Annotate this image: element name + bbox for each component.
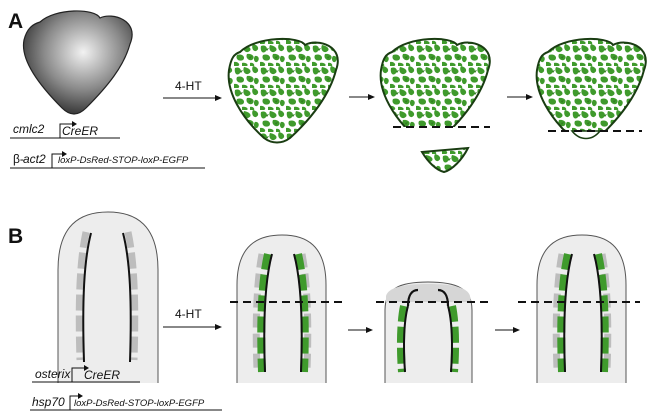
fin-uninjured bbox=[58, 212, 158, 383]
treatment-label-b: 4-HT bbox=[175, 307, 202, 321]
gene-label-cmlc2: cmlc2 bbox=[13, 122, 45, 136]
heart-labeled bbox=[229, 39, 338, 143]
construct-label-reporter: loxP-DsRed-STOP-loxP-EGFP bbox=[58, 155, 189, 166]
construct-label-creer-b: CreER bbox=[84, 368, 120, 382]
heart-uninjured bbox=[23, 11, 132, 114]
construct-label-reporter-b: loxP-DsRed-STOP-loxP-EGFP bbox=[74, 398, 205, 409]
panel-a-letter: A bbox=[8, 10, 23, 33]
heart-amputated bbox=[381, 39, 490, 172]
treatment-label-a: 4-HT bbox=[175, 79, 202, 93]
arrow-b1 bbox=[163, 324, 222, 330]
arrow-a2 bbox=[349, 94, 375, 100]
construct-a1: cmlc2 CreER bbox=[10, 121, 120, 138]
arrow-b2 bbox=[348, 327, 373, 333]
gene-label-osterix: osterix bbox=[35, 367, 71, 381]
gene-label-act2: act2 bbox=[23, 152, 46, 166]
panel-b-letter: B bbox=[8, 225, 23, 248]
construct-label-creer: CreER bbox=[62, 124, 98, 138]
fin-regenerating bbox=[376, 282, 492, 383]
arrow-a1 bbox=[163, 95, 222, 101]
heart-regenerated bbox=[537, 39, 646, 143]
gene-label-hsp70: hsp70 bbox=[32, 395, 65, 409]
removed-apex bbox=[422, 148, 468, 172]
fin-labeled bbox=[230, 235, 346, 383]
arrow-b3 bbox=[495, 327, 520, 333]
construct-b2: hsp70 loxP-DsRed-STOP-loxP-EGFP bbox=[30, 393, 222, 410]
arrow-a3 bbox=[507, 94, 533, 100]
construct-a2: β- act2 loxP-DsRed-STOP-loxP-EGFP bbox=[10, 151, 205, 168]
fin-regenerated bbox=[518, 235, 640, 383]
